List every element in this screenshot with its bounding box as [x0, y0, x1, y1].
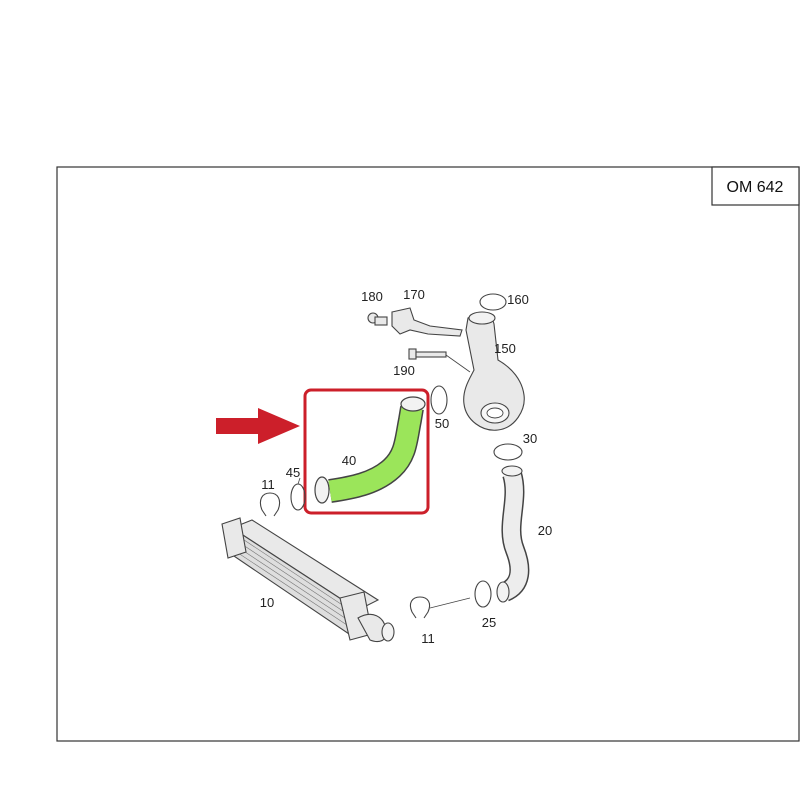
arrow-icon [216, 408, 300, 444]
label-170: 170 [403, 287, 425, 302]
label-10: 10 [260, 595, 274, 610]
label-20: 20 [538, 523, 552, 538]
label-30: 30 [523, 431, 537, 446]
part-40-hose [314, 396, 426, 504]
label-190: 190 [393, 363, 415, 378]
part-45-seal [290, 483, 306, 511]
part-30-seal [493, 443, 523, 461]
label-150: 150 [494, 341, 516, 356]
part-170-bracket [391, 307, 463, 337]
label-160: 160 [507, 292, 529, 307]
part-20-pipe [496, 465, 530, 603]
label-180: 180 [361, 289, 383, 304]
engine-tag-text: OM 642 [727, 179, 784, 196]
part-150-housing [463, 311, 525, 431]
part-180-bolt [367, 312, 388, 326]
part-190-bolt [408, 348, 471, 373]
part-50-seal [430, 385, 448, 415]
part-11-clip-upper [259, 492, 281, 517]
part-25-seal [474, 580, 492, 608]
label-25: 25 [482, 615, 496, 630]
label-45: 45 [286, 465, 300, 480]
part-160-seal [479, 293, 507, 311]
part-11-clip-lower [409, 596, 431, 619]
label-11-lower: 11 [421, 631, 435, 646]
highlight-box [303, 388, 430, 515]
label-11-upper: 11 [261, 477, 275, 492]
engine-tag: OM 642 [711, 166, 800, 206]
label-50: 50 [435, 416, 449, 431]
diagram-frame [56, 166, 800, 742]
label-40: 40 [342, 453, 356, 468]
part-10-intercooler [221, 517, 395, 643]
